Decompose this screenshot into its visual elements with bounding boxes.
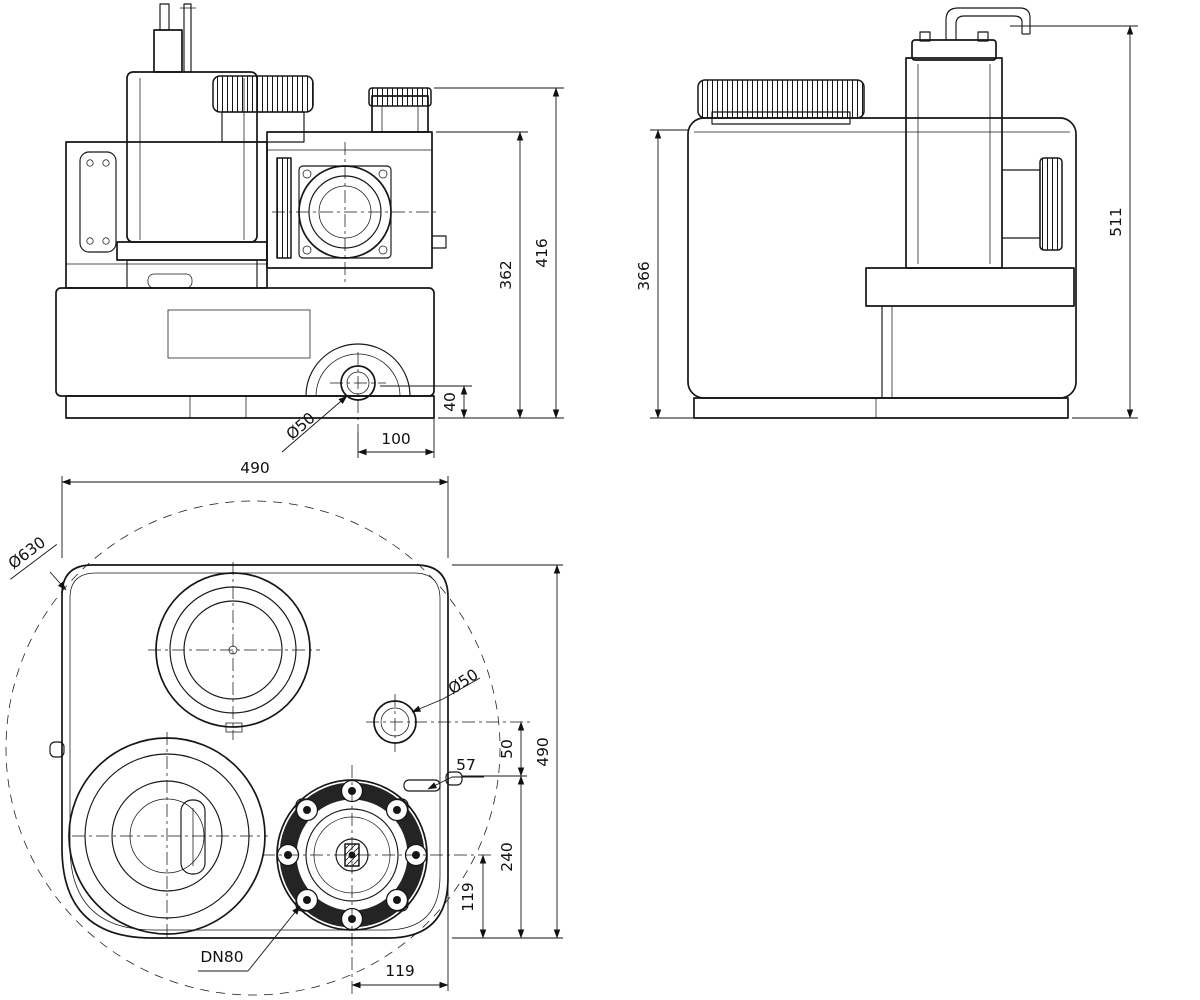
dim-label-511: 511	[1107, 207, 1125, 237]
sensor-plate	[79, 151, 117, 253]
tank-front	[55, 273, 435, 432]
flange-label: DN80	[200, 948, 243, 966]
port-50	[366, 694, 530, 752]
discharge-flange-side	[1039, 157, 1063, 251]
inspection-opening	[148, 562, 320, 740]
upper-housing	[65, 141, 268, 289]
cable-slot	[403, 779, 441, 792]
dim-label-100: 100	[381, 430, 411, 448]
pump-side	[865, 7, 1075, 398]
top-dimensions: 490 Ø630 490 50 240 119 119 57 Ø50	[5, 459, 563, 991]
front-dimensions: 362 416 40 100 Ø50	[281, 87, 564, 458]
front-view: 362 416 40 100 Ø50	[55, 3, 564, 458]
side-view: 366 511	[635, 7, 1138, 419]
screw-cap-front	[212, 75, 314, 143]
pump-top	[68, 732, 268, 940]
dim-label-119-vertical: 119	[459, 882, 477, 912]
top-view: 490 Ø630 490 50 240 119 119 57 Ø50	[5, 459, 563, 996]
dim-label-366: 366	[635, 261, 653, 291]
power-cable	[945, 7, 1031, 40]
dim-label-width-490: 490	[240, 459, 270, 477]
dim-label-40: 40	[441, 392, 459, 412]
left-tab	[49, 741, 65, 758]
pit-diameter-label: Ø630	[5, 533, 58, 580]
dim-label-119-horizontal: 119	[385, 962, 415, 980]
port-diameter-label: Ø50	[445, 666, 482, 698]
dim-label-depth-490: 490	[534, 737, 552, 767]
pump-handle	[180, 799, 206, 875]
pit-circle	[5, 500, 501, 996]
discharge-flange-top	[262, 765, 492, 995]
dim-label-416: 416	[533, 238, 551, 268]
tank-outline-top	[61, 564, 449, 939]
screw-cap-side	[697, 79, 865, 119]
dim-label-362: 362	[497, 260, 515, 290]
label-outlet-diameter: Ø50	[283, 409, 319, 444]
right-tab	[445, 771, 463, 786]
motor-front	[116, 3, 268, 289]
dim-label-240: 240	[498, 842, 516, 872]
dim-label-57: 57	[456, 756, 476, 774]
side-dimensions: 366 511	[635, 25, 1138, 419]
discharge-housing	[266, 87, 447, 284]
cable-gland-icon	[153, 3, 196, 73]
dim-label-50: 50	[498, 739, 516, 759]
